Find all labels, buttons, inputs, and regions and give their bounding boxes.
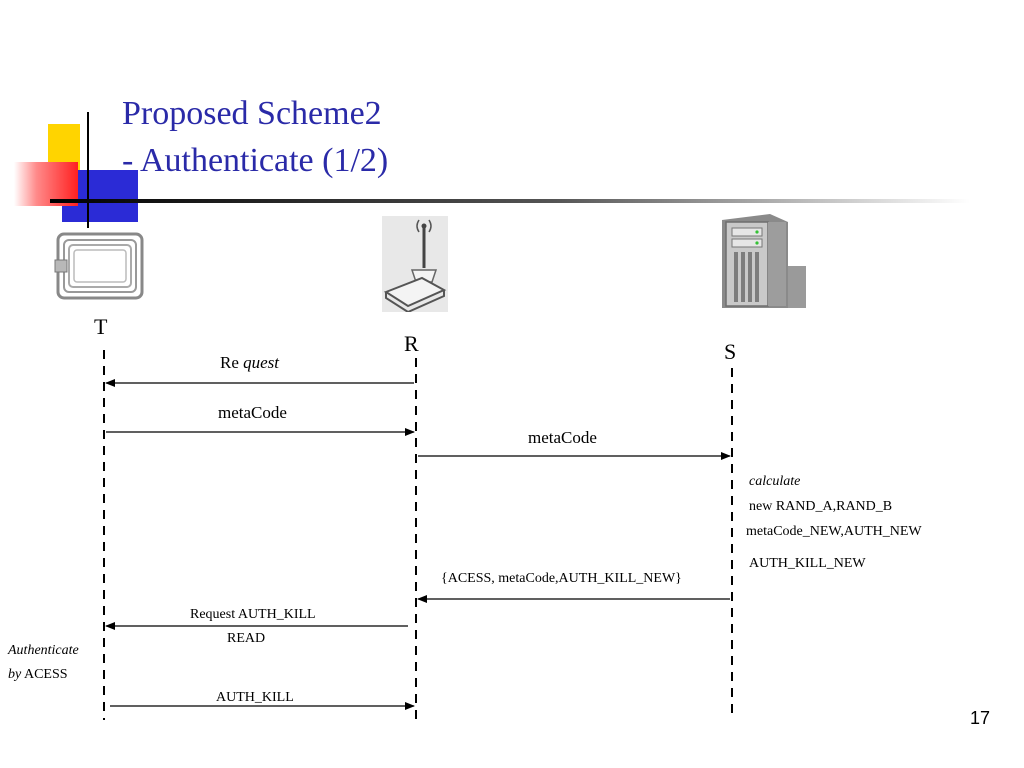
slide-title-line1: Proposed Scheme2 <box>122 95 382 132</box>
server-note-line1: new RAND_A,RAND_B <box>749 499 893 514</box>
request-label: Re quest <box>220 353 279 373</box>
metacode-label-2: metaCode <box>528 428 597 447</box>
metacode-label-1: metaCode <box>218 403 287 422</box>
title-rule <box>50 199 970 203</box>
server-note-line3: AUTH_KILL_NEW <box>749 556 866 571</box>
server-icon <box>722 214 806 308</box>
request-label-prefix: Re <box>220 353 239 372</box>
decorative-corner-graphic <box>14 112 970 228</box>
by-acess-note: by ACESS <box>8 667 68 683</box>
rfid-tag-icon <box>54 232 144 300</box>
request-label-suffix: quest <box>243 353 280 372</box>
read-label: READ <box>227 631 266 646</box>
server-label: S <box>724 339 737 364</box>
wireless-reader-icon <box>382 216 448 312</box>
slide-title-line2: - Authenticate (1/2) <box>122 142 389 179</box>
reader-label: R <box>404 331 419 356</box>
red-block <box>14 162 78 206</box>
page-number: 17 <box>969 708 990 728</box>
auth-kill-label: AUTH_KILL <box>216 690 294 705</box>
calculate-note: calculate <box>749 474 801 489</box>
acess-message-label: {ACESS, metaCode,AUTH_KILL_NEW} <box>441 571 682 586</box>
tag-label: T <box>94 314 108 339</box>
by-label: by <box>8 667 22 682</box>
server-note-line2: metaCode_NEW,AUTH_NEW <box>746 524 922 539</box>
acess-label: ACESS <box>23 667 68 682</box>
request-auth-kill-label: Request AUTH_KILL <box>190 607 316 622</box>
authenticate-note: Authenticate <box>8 643 79 658</box>
